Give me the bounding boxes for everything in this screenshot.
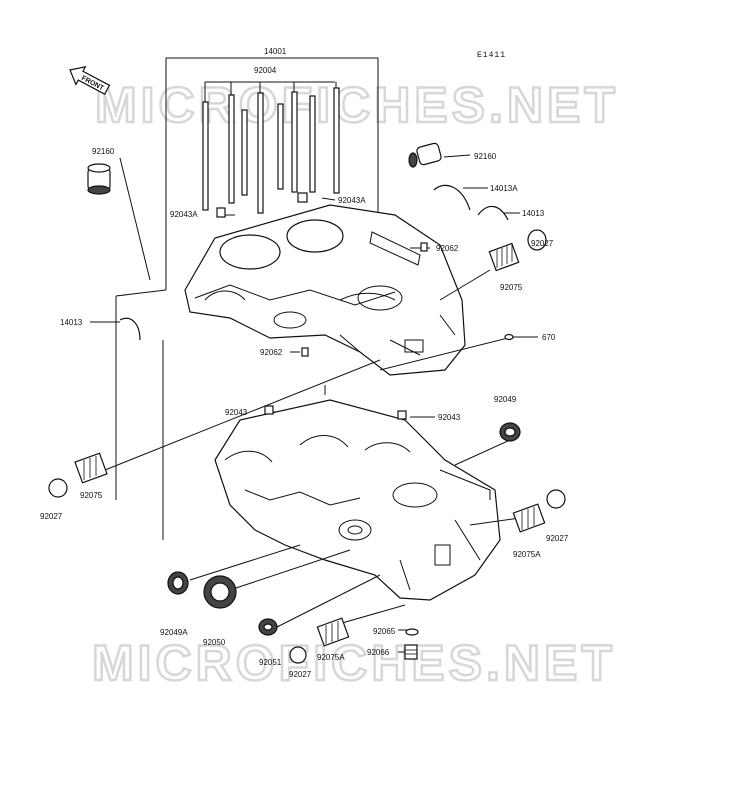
label-92027-left: 92027 [40, 512, 63, 521]
label-92043A-left: 92043A [170, 210, 198, 219]
label-92075A-bottom: 92075A [317, 653, 345, 662]
oil-seals [167, 422, 521, 609]
bushing-right [408, 142, 442, 168]
label-92075-left: 92075 [80, 491, 103, 500]
upper-crankcase [184, 204, 466, 376]
watermark-top: MICROFICHES.NET [95, 77, 619, 133]
label-92027-bottom: 92027 [289, 670, 312, 679]
label-14013A: 14013A [490, 184, 518, 193]
label-92160-left: 92160 [92, 147, 115, 156]
label-92027-upper-right: 92027 [531, 239, 554, 248]
label-92049A: 92049A [160, 628, 188, 637]
o-ring-670 [504, 333, 514, 341]
drain-plug-and-washer [404, 628, 419, 660]
reference-code: E1411 [477, 51, 506, 60]
needle-bearing-bottom [316, 617, 350, 647]
label-92049: 92049 [494, 395, 517, 404]
watermark-bottom: MICROFICHES.NET [92, 635, 616, 691]
needle-bearing-right [512, 489, 566, 533]
label-92065: 92065 [373, 627, 396, 636]
stud-bolts [202, 81, 340, 214]
label-92075-upper-right: 92075 [500, 283, 523, 292]
label-14013-right: 14013 [522, 209, 545, 218]
label-92043A-right: 92043A [338, 196, 366, 205]
label-14013-left: 14013 [60, 318, 83, 327]
label-92043-right: 92043 [438, 413, 461, 422]
label-92051: 92051 [259, 658, 282, 667]
label-92027-right: 92027 [546, 534, 569, 543]
small-bearing-bottom [258, 618, 307, 664]
label-92043-left: 92043 [225, 408, 248, 417]
leader-lines [90, 154, 538, 653]
label-92160-right: 92160 [474, 152, 497, 161]
label-92050: 92050 [203, 638, 226, 647]
label-92062-lower: 92062 [260, 348, 283, 357]
lower-crankcase [214, 399, 501, 601]
label-14001: 14001 [264, 47, 287, 56]
bearing-shells [119, 184, 509, 341]
part-labels: 14001 92004 92160 92160 14013A 14013 920… [40, 47, 569, 679]
label-92062-upper: 92062 [436, 244, 459, 253]
label-92075A-right: 92075A [513, 550, 541, 559]
needle-bearing-left [48, 452, 108, 498]
bushing-left [87, 163, 111, 195]
label-92066: 92066 [367, 648, 390, 657]
needle-bearing-upper [488, 229, 547, 272]
dowel-pins [216, 192, 428, 420]
label-92004: 92004 [254, 66, 277, 75]
label-670: 670 [542, 333, 556, 342]
